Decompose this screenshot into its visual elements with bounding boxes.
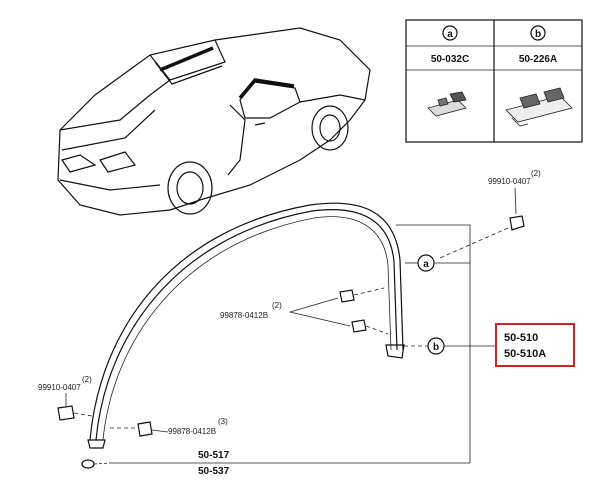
clip-a-icon (427, 91, 467, 117)
legend-key-b: b (535, 29, 541, 40)
clip-left: 99910-0407 (2) (38, 375, 92, 421)
molding-strip (87, 202, 405, 449)
molding-main-line2: 50-510A (504, 348, 546, 360)
clip-upper: 99910-0407 (2) (439, 169, 541, 259)
screw-mid-qty: (2) (272, 301, 282, 310)
clip-upper-part-number: 99910-0407 (488, 177, 531, 186)
clip-left-qty: (2) (82, 375, 92, 384)
screw-low-part-number: 99878-0412B (168, 427, 216, 436)
callout-b-label: b (433, 342, 439, 353)
molding-bottom-label: 50-517 50-537 (198, 450, 230, 477)
screw-low-qty: (3) (218, 417, 228, 426)
legend-key-b-circle (530, 25, 546, 41)
screw-mid-group: 99878-0412B (2) (220, 287, 389, 335)
highlight-box (495, 323, 575, 367)
molding-bottom-line1: 50-517 (198, 450, 230, 461)
legend-key-a-circle (442, 25, 458, 41)
molding-main-label: 50-510 50-510A (495, 323, 575, 367)
callout-a: a (405, 254, 470, 272)
car-illustration (57, 27, 371, 216)
clip-b-icon (505, 87, 573, 127)
molding-bottom-line2: 50-537 (198, 466, 230, 477)
legend-part-b: 50-226A (519, 54, 557, 65)
callout-a-label: a (423, 259, 429, 270)
clip-left-part-number: 99910-0407 (38, 383, 81, 392)
callout-b: b (404, 337, 496, 355)
screw-low: 99878-0412B (3) (110, 417, 228, 437)
legend-part-a: 50-032C (431, 54, 469, 65)
legend-key-a: a (447, 29, 453, 40)
screw-mid-part-number: 99878-0412B (220, 311, 268, 320)
clip-upper-qty: (2) (531, 169, 541, 178)
bracket-lines (110, 224, 471, 464)
legend-box: a 50-032C b 50-226A (405, 19, 583, 143)
bottom-end-cap (81, 459, 111, 469)
molding-main-line1: 50-510 (504, 332, 538, 344)
